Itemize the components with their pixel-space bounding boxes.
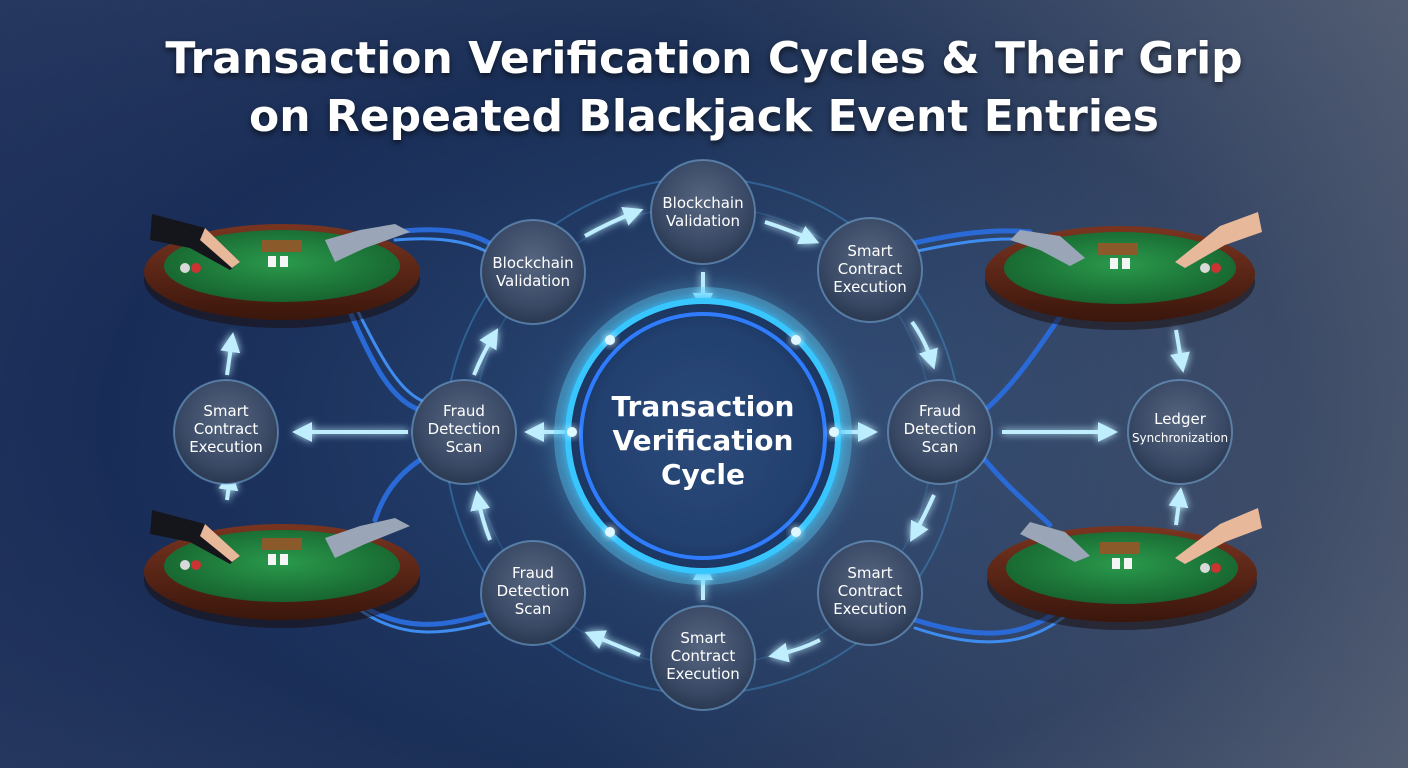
robot-hand-icon	[325, 518, 410, 558]
node-bottom-label-3: Execution	[666, 665, 740, 683]
node-mid-left-label-3: Scan	[446, 438, 482, 456]
node-bottom: Smart Contract Execution	[650, 605, 756, 711]
center-outer-glow	[554, 287, 852, 585]
node-upper-left: Blockchain Validation	[480, 219, 586, 325]
playing-card	[268, 256, 276, 267]
node-mid-left: Fraud Detection Scan	[411, 379, 517, 485]
node-lower-left-label-1: Fraud	[512, 564, 554, 582]
node-mid-right-label-2: Detection	[904, 420, 977, 438]
node-far-left: Smart Contract Execution	[173, 379, 279, 485]
arrow-lower-left-to-mid-left	[470, 490, 492, 541]
arrow-mid-left-to-upper-left	[472, 328, 499, 376]
playing-card	[280, 256, 288, 267]
blackjack-table-top-left	[144, 214, 420, 328]
playing-card	[1112, 558, 1120, 569]
node-top: Blockchain Validation	[650, 159, 756, 265]
page-title: Transaction Verification Cycles & Their …	[0, 30, 1408, 146]
arrow-lower-right-to-bottom	[768, 638, 821, 663]
cable-bottom-right-a	[982, 457, 1053, 528]
dealer-hand-icon	[150, 214, 240, 270]
node-upper-right-label-2: Contract	[838, 260, 903, 278]
robot-hand-icon	[1020, 522, 1090, 562]
playing-card	[1110, 258, 1118, 269]
title-line-1: Transaction Verification Cycles & Their …	[165, 33, 1243, 84]
player-hand-icon	[1175, 212, 1262, 268]
player-hand-icon	[1175, 508, 1262, 564]
arrow-table-bottom-right-to-far-right	[1168, 487, 1189, 526]
blackjack-table-bottom-left	[144, 510, 420, 628]
arrow-upper-right-to-mid-right	[910, 320, 938, 370]
node-top-label-2: Validation	[666, 212, 740, 230]
node-top-label-1: Blockchain	[662, 194, 743, 212]
node-mid-right: Fraud Detection Scan	[887, 379, 993, 485]
dealer-hand-icon	[150, 510, 240, 564]
arrow-top-to-upper-right	[764, 220, 820, 245]
node-far-right: Ledger Synchronization	[1127, 379, 1233, 485]
blackjack-table-bottom-right	[987, 508, 1262, 630]
node-upper-right-label-3: Execution	[833, 278, 907, 296]
node-lower-left-label-3: Scan	[515, 600, 551, 618]
arrow-mid-right-to-lower-right	[910, 494, 936, 543]
blackjack-table-top-right	[985, 212, 1262, 330]
node-mid-right-label-3: Scan	[922, 438, 958, 456]
node-lower-right-label-1: Smart	[847, 564, 892, 582]
node-far-right-label-2: Synchronization	[1132, 431, 1228, 445]
robot-hand-icon	[325, 224, 410, 262]
node-upper-left-label-1: Blockchain	[492, 254, 573, 272]
node-upper-right-label-1: Smart	[847, 242, 892, 260]
node-lower-right-label-3: Execution	[833, 600, 907, 618]
center-inner-ring	[579, 312, 827, 560]
cable-top-right-a	[902, 228, 1033, 248]
center-label-line-1: Transaction	[612, 390, 795, 423]
node-lower-left-label-2: Detection	[497, 582, 570, 600]
robot-hand-icon	[1010, 230, 1085, 266]
node-bottom-label-2: Contract	[671, 647, 736, 665]
node-mid-left-label-2: Detection	[428, 420, 501, 438]
center-ring	[565, 298, 841, 574]
arrow-table-top-right-to-far-right	[1170, 329, 1190, 373]
node-far-right-label-1: Ledger	[1154, 410, 1207, 428]
flow-arrows	[218, 206, 1190, 663]
arrow-upper-left-to-top	[584, 206, 644, 238]
node-bottom-label-1: Smart	[680, 629, 725, 647]
center-label-line-2: Verification	[613, 424, 794, 457]
arrow-bottom-to-lower-left	[584, 630, 641, 657]
cable-bottom-left-a	[372, 457, 423, 523]
node-lower-right-label-2: Contract	[838, 582, 903, 600]
node-mid-left-label-1: Fraud	[443, 402, 485, 420]
node-upper-right: Smart Contract Execution	[817, 217, 923, 323]
playing-card	[1124, 558, 1132, 569]
center-hub: Transaction Verification Cycle	[554, 287, 852, 585]
center-label-line-3: Cycle	[661, 458, 745, 491]
node-upper-left-label-2: Validation	[496, 272, 570, 290]
playing-card	[268, 554, 276, 565]
node-far-left-label-1: Smart	[203, 402, 248, 420]
node-far-left-label-2: Contract	[194, 420, 259, 438]
title-line-2: on Repeated Blackjack Event Entries	[249, 91, 1159, 142]
node-lower-left: Fraud Detection Scan	[480, 540, 586, 646]
node-mid-right-label-1: Fraud	[919, 402, 961, 420]
playing-card	[280, 554, 288, 565]
node-far-left-label-3: Execution	[189, 438, 263, 456]
arrow-far-left-to-table-top-left	[220, 332, 241, 376]
node-lower-right: Smart Contract Execution	[817, 540, 923, 646]
playing-card	[1122, 258, 1130, 269]
